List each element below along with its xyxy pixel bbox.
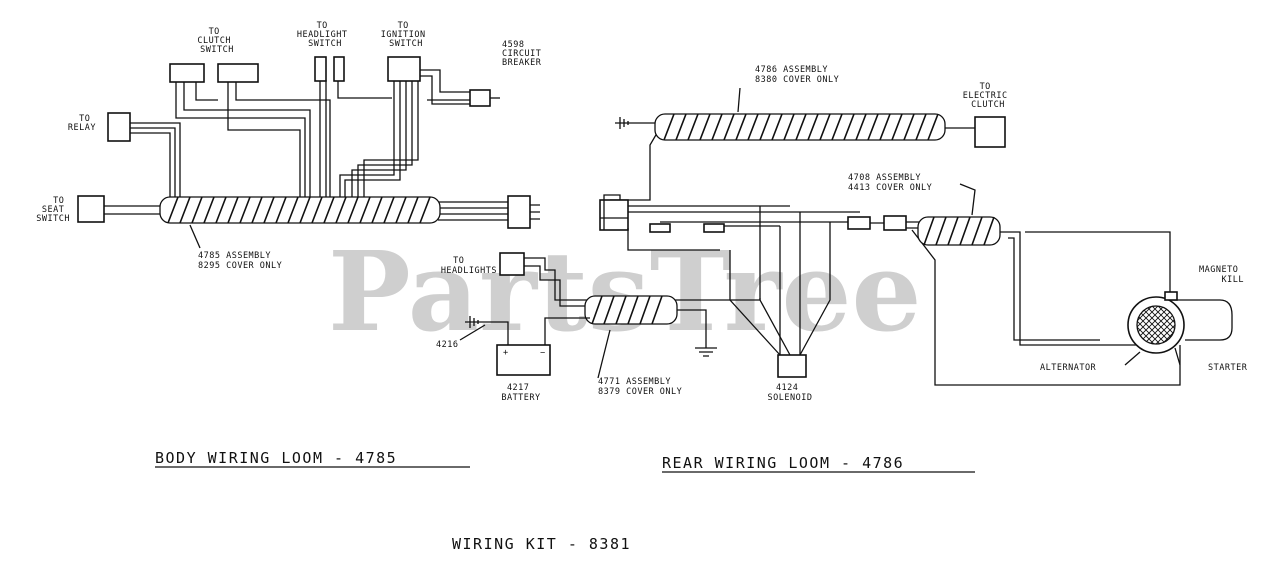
headlight-connector-a [314, 56, 327, 82]
label-ground-4216: 4216 [436, 340, 458, 350]
label-relay: TO RELAY [68, 114, 96, 133]
title-wiring-kit: WIRING KIT - 8381 [452, 535, 631, 553]
loom-4786-winding [663, 113, 939, 141]
rear-wiring-loom: + − 4786 ASSEMBLY 8380 COVER ONLY TO ELE… [436, 65, 1248, 403]
clutch-connector-right [217, 63, 259, 83]
label-seat-switch: TO SEAT SWITCH [36, 196, 70, 224]
electric-clutch-connector [974, 116, 1006, 148]
label-assembly-4786: 4786 ASSEMBLY 8380 COVER ONLY [755, 65, 839, 85]
rear-connector-b [883, 215, 907, 231]
label-magneto-kill: MAGNETO KILL [1199, 265, 1244, 285]
loom-end-connector [507, 195, 531, 229]
label-circuit-breaker: 4598 CIRCUIT BREAKER [502, 40, 547, 68]
headlight-connector-b [333, 56, 345, 82]
loom-4786-coil [654, 113, 946, 141]
circuit-breaker [469, 89, 491, 107]
solenoid [777, 354, 807, 378]
label-ignition-switch: TO IGNITION SWITCH [381, 21, 432, 49]
loom-4785-winding [167, 196, 431, 224]
magneto-kill-terminal [1164, 291, 1178, 301]
label-headlights: TO HEADLIGHTS [441, 256, 497, 276]
label-alternator: ALTERNATOR [1040, 363, 1097, 373]
label-battery: 4217 BATTERY [501, 383, 540, 403]
engine-housing [1160, 299, 1233, 341]
svg-text:−: − [540, 348, 546, 358]
loom-4771-winding [591, 295, 663, 325]
label-assembly-4785: 4785 ASSEMBLY 8295 COVER ONLY [198, 251, 282, 271]
rear-connector-a [847, 216, 871, 230]
relay-connector [107, 112, 131, 142]
engine-flywheel-screen [1136, 305, 1176, 345]
inline-fuse-2 [703, 223, 725, 233]
ignition-connector [387, 56, 421, 82]
svg-text:+: + [503, 348, 509, 358]
loom-4708-coil [917, 216, 1001, 246]
headlights-connector [499, 252, 525, 276]
label-electric-clutch: TO ELECTRIC CLUTCH [963, 82, 1014, 110]
body-wiring-loom: TO CLUTCH SWITCH TO HEADLIGHT SWITCH TO … [36, 21, 547, 271]
label-solenoid: 4124 SOLENOID [768, 383, 813, 403]
seat-switch-connector [77, 195, 105, 223]
rear-harness-connector [599, 199, 629, 231]
inline-fuse-1 [649, 223, 671, 233]
watermark: PartsTree [328, 227, 922, 356]
label-starter: STARTER [1208, 363, 1248, 373]
title-body-loom: BODY WIRING LOOM - 4785 [155, 449, 397, 467]
label-headlight-switch: TO HEADLIGHT SWITCH [297, 21, 353, 49]
label-assembly-4771: 4771 ASSEMBLY 8379 COVER ONLY [598, 377, 682, 397]
clutch-connector-left [169, 63, 205, 83]
loom-4771-coil [584, 295, 678, 325]
label-clutch-switch: TO CLUTCH SWITCH [197, 27, 236, 55]
title-rear-loom: REAR WIRING LOOM - 4786 [662, 454, 904, 472]
loom-4708-winding [923, 216, 995, 246]
battery [496, 344, 551, 376]
label-assembly-4708: 4708 ASSEMBLY 4413 COVER ONLY [848, 173, 932, 193]
